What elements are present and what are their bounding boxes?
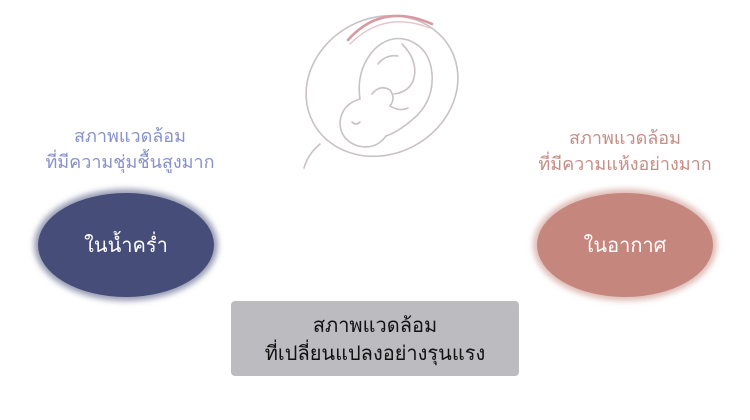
right-label-line2: ที่มีความแห้งอย่างมาก <box>538 154 712 175</box>
right-environment-label: สภาพแวดล้อม ที่มีความแห้งอย่างมาก <box>515 126 735 178</box>
center-line2: ที่เปลี่ยนแปลงอย่างรุนแรง <box>264 340 486 365</box>
left-label-line1: สภาพแวดล้อม <box>74 126 186 147</box>
left-environment-label: สภาพแวดล้อม ที่มีความชุ่มชื้นสูงมาก <box>20 124 240 176</box>
air-node: ในอากาศ <box>537 193 713 297</box>
left-label-line2: ที่มีความชุ่มชื้นสูงมาก <box>45 152 215 173</box>
amniotic-fluid-node: ในน้ำคร่ำ <box>38 193 214 297</box>
amniotic-fluid-text: ในน้ำคร่ำ <box>84 233 168 257</box>
fetus-in-womb-icon <box>303 14 459 169</box>
changing-environment-box: สภาพแวดล้อม ที่เปลี่ยนแปลงอย่างรุนแรง <box>231 301 519 376</box>
right-label-line1: สภาพแวดล้อม <box>569 128 681 149</box>
air-text: ในอากาศ <box>583 233 667 257</box>
center-line1: สภาพแวดล้อม <box>312 312 438 337</box>
